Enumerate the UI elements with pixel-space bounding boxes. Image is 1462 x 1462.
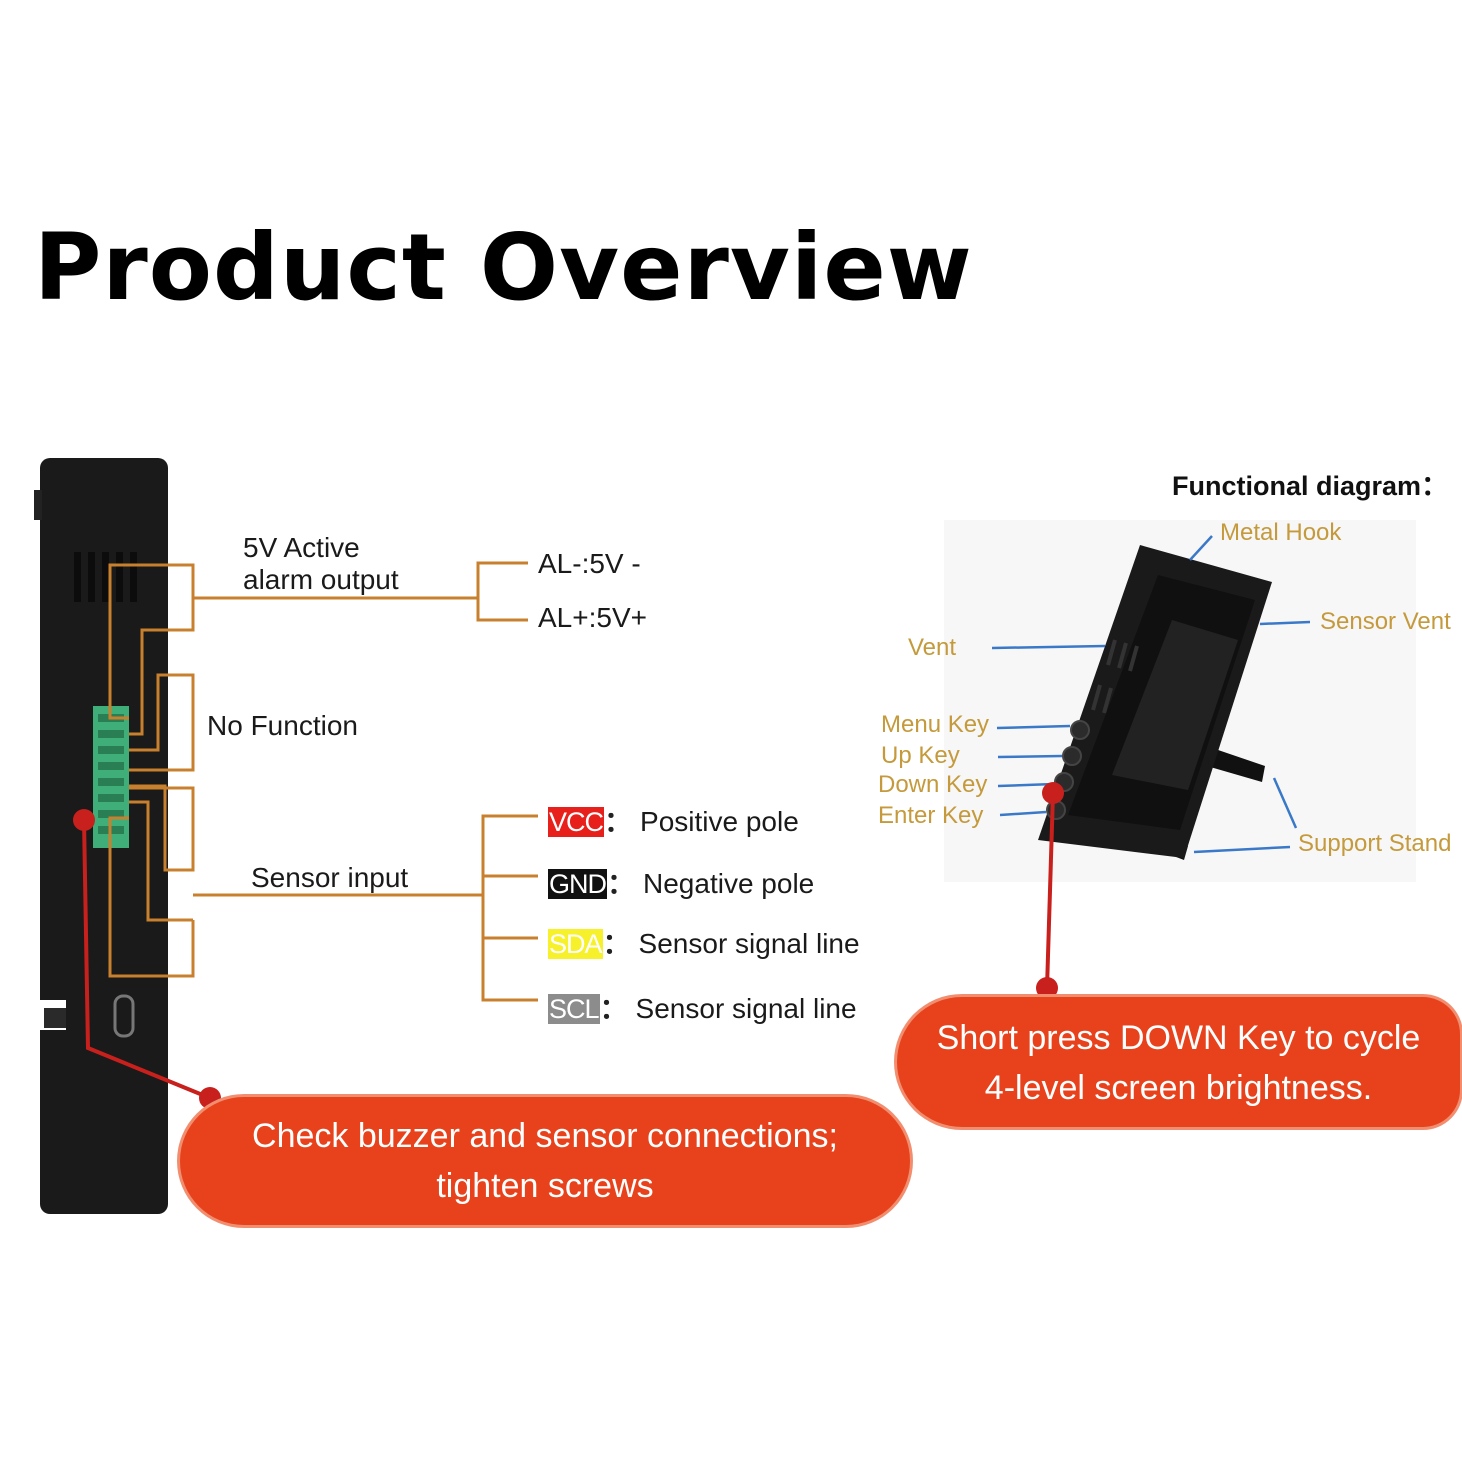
sda-badge: SDA [548, 929, 603, 959]
menu-key-label: Menu Key [881, 711, 990, 738]
left-callout-line2: tighten screws [436, 1167, 654, 1205]
vcc-badge: VCC [548, 807, 604, 837]
sensor-vent-label: Sensor Vent [1320, 608, 1451, 635]
al-plus-label: AL+:5V+ [538, 602, 647, 633]
wiring-lines [108, 561, 538, 1002]
stand-device-view [944, 520, 1416, 882]
functional-lines [991, 535, 1311, 854]
pin-colon: ： [607, 868, 636, 899]
vcc-desc: Positive pole [640, 806, 799, 837]
gnd-badge: GND [548, 869, 607, 899]
no-function-label: No Function [207, 710, 358, 741]
right-callout-line2: 4-level screen brightness. [984, 1069, 1373, 1107]
pin-row-gnd: GND：Negative pole [548, 862, 814, 902]
scl-badge: SCL [548, 994, 600, 1024]
sda-desc: Sensor signal line [638, 928, 860, 959]
functional-diagram-title: Functional diagram： [1172, 471, 1449, 501]
support-stand-label: Support Stand [1298, 830, 1452, 857]
pin-row-sda: SDA：Sensor signal line [548, 922, 860, 962]
gnd-desc: Negative pole [643, 868, 815, 899]
page-title: Product Overview [34, 214, 973, 321]
alarm-label-line2: alarm output [243, 564, 399, 595]
right-callout-line1: Short press DOWN Key to cycle [936, 1019, 1421, 1057]
right-pointer [1036, 782, 1064, 999]
al-minus-label: AL-:5V - [538, 548, 641, 579]
sensor-input-label: Sensor input [251, 862, 409, 893]
device-side-view [34, 458, 168, 1214]
pin-colon: ： [599, 993, 628, 1024]
right-callout: Short press DOWN Key to cycle 4-level sc… [897, 997, 1460, 1127]
up-key-label: Up Key [881, 742, 960, 769]
scl-desc: Sensor signal line [635, 993, 857, 1024]
left-callout: Check buzzer and sensor connections; tig… [180, 1097, 910, 1225]
pin-row-scl: SCL：Sensor signal line [548, 987, 857, 1027]
vent-label: Vent [908, 634, 957, 661]
pin-colon: ： [602, 928, 631, 959]
metal-hook-label: Metal Hook [1220, 519, 1342, 546]
pin-row-vcc: VCC：Positive pole [548, 800, 799, 840]
down-key-label: Down Key [878, 771, 988, 798]
alarm-label-line1: 5V Active [243, 532, 360, 563]
enter-key-label: Enter Key [878, 802, 984, 829]
left-callout-line1: Check buzzer and sensor connections; [252, 1117, 838, 1155]
pin-colon: ： [604, 806, 633, 837]
